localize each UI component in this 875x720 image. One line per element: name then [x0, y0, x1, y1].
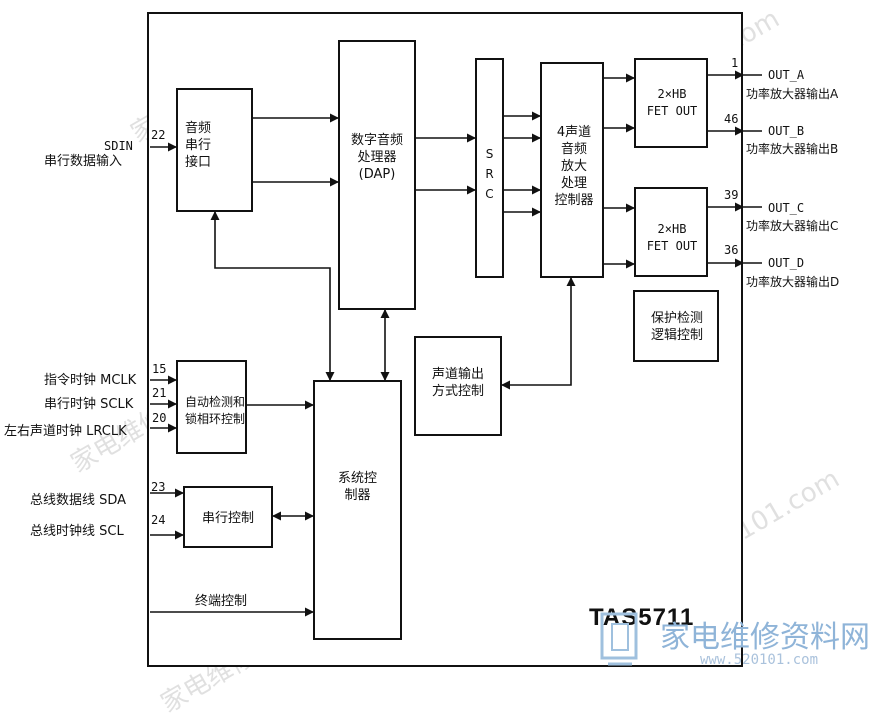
out-d-description: 功率放大器输出D — [746, 275, 840, 289]
out-b-pin-number: 46 — [724, 112, 739, 126]
mclk-pin-number: 15 — [152, 362, 167, 376]
sclk-pin-number: 21 — [152, 386, 167, 400]
out-d-pin-number: 36 — [724, 243, 739, 257]
fet-out-cd-block: 2×HB FET OUT — [634, 187, 708, 277]
audio-serial-interface-block: 音频 串行 接口 — [176, 88, 253, 212]
out-a-name: OUT_A — [768, 68, 805, 82]
out-a-description: 功率放大器输出A — [746, 87, 839, 101]
logo-text: 家电维修资料网 — [660, 620, 870, 655]
out-a-pin-number: 1 — [731, 56, 739, 70]
four-channel-controller-label: 4声道 音频 放大 处理 控制器 — [554, 125, 594, 208]
out-c-pin-number: 39 — [724, 188, 739, 202]
protection-logic-label: 保护检测 逻辑控制 — [650, 311, 703, 343]
src-block: S R C — [475, 58, 504, 278]
system-controller-block: 系统控 制器 — [313, 380, 402, 640]
out-d-name: OUT_D — [768, 256, 805, 270]
dap-block: 数字音频 处理器 (DAP) — [338, 40, 416, 310]
serial-control-block: 串行控制 — [183, 486, 273, 548]
fet-out-ab-label: 2×HB FET OUT — [646, 87, 698, 118]
sdin-description: 串行数据输入 — [44, 154, 123, 169]
four-channel-controller-block: 4声道 音频 放大 处理 控制器 — [540, 62, 604, 278]
lrclk-pin-number: 20 — [152, 411, 167, 425]
out-c-description: 功率放大器输出C — [746, 219, 839, 233]
dap-label: 数字音频 处理器 (DAP) — [350, 133, 403, 182]
serial-control-label: 串行控制 — [201, 511, 254, 526]
fet-out-cd-label: 2×HB FET OUT — [646, 222, 698, 253]
sclk-label: 串行时钟 SCLK — [44, 397, 134, 412]
out-b-description: 功率放大器输出B — [746, 142, 839, 156]
mclk-label: 指令时钟 MCLK — [44, 373, 137, 388]
src-label: S R C — [485, 147, 494, 201]
logo-url: www.520101.com — [700, 652, 819, 668]
site-logo-icon — [600, 612, 638, 666]
lrclk-label: 左右声道时钟 LRCLK — [4, 424, 127, 439]
system-controller-label: 系统控 制器 — [337, 471, 377, 503]
channel-output-control-block: 声道输出 方式控制 — [414, 336, 502, 436]
out-c-name: OUT_C — [768, 201, 805, 215]
sda-label: 总线数据线 SDA — [30, 493, 127, 508]
fet-out-ab-block: 2×HB FET OUT — [634, 58, 708, 148]
chip-name: TAS5711 — [589, 604, 695, 631]
sdin-pin-number: 22 — [151, 128, 166, 142]
termination-control-label: 终端控制 — [195, 594, 248, 609]
sda-pin-number: 23 — [151, 480, 166, 494]
out-b-name: OUT_B — [768, 124, 805, 138]
signal-wires — [150, 70, 762, 617]
protection-logic-block: 保护检测 逻辑控制 — [633, 290, 719, 362]
audio-serial-interface-label: 音频 串行 接口 — [184, 121, 211, 170]
scl-pin-number: 24 — [151, 513, 166, 527]
channel-output-control-label: 声道输出 方式控制 — [431, 367, 484, 399]
scl-label: 总线时钟线 SCL — [30, 524, 124, 539]
auto-detect-pll-label: 自动检测和 锁相环控制 — [184, 395, 245, 426]
auto-detect-pll-block: 自动检测和 锁相环控制 — [176, 360, 247, 454]
sdin-name: SDIN — [104, 139, 133, 153]
